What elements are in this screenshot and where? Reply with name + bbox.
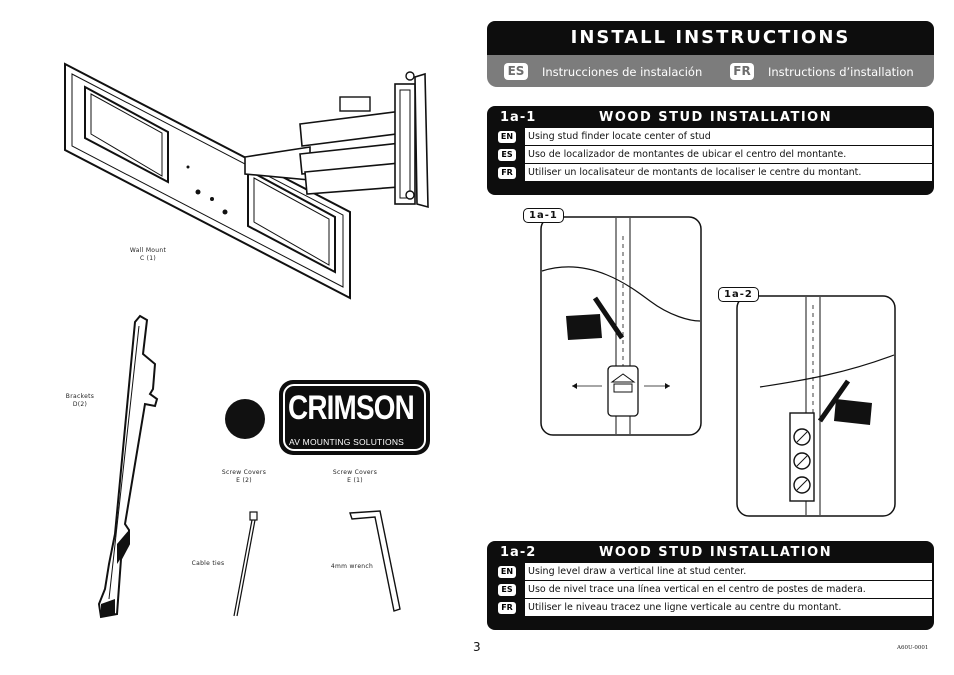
instruction-row-en: EN Using level draw a vertical line at s…: [487, 563, 934, 581]
language-bar: ES Instrucciones de instalación FR Instr…: [487, 55, 934, 87]
figure-label-1a-2: 1a-2: [718, 287, 759, 302]
lang-text-fr: Instructions d’installation: [768, 65, 914, 79]
figure-label-1a-1: 1a-1: [523, 208, 564, 223]
instruction-row-es: ES Uso de nivel trace una línea vertical…: [487, 581, 934, 599]
instruction-text: Uso de nivel trace una línea vertical en…: [525, 581, 932, 598]
step-1a-2: 1a-2 WOOD STUD INSTALLATION EN Using lev…: [487, 541, 934, 630]
instruction-row-fr: FR Utiliser un localisateur de montants …: [487, 164, 934, 182]
figure-1a-1-stud-finder: [540, 216, 702, 436]
wall-mount-illustration: [64, 62, 429, 300]
instruction-text: Utiliser un localisateur de montants de …: [525, 164, 932, 181]
step-header: 1a-2 WOOD STUD INSTALLATION: [487, 541, 934, 563]
page-title: INSTALL INSTRUCTIONS: [570, 27, 851, 48]
bracket-illustration: [97, 314, 159, 619]
screw-covers-e2-label: Screw Covers E (2): [221, 469, 267, 484]
instruction-text: Uso de localizador de montantes de ubica…: [525, 146, 932, 163]
lang-tag-es: ES: [504, 63, 528, 80]
lang-badge: EN: [498, 566, 516, 578]
crimson-logo: CRIMSON AV MOUNTING SOLUTIONS: [279, 380, 430, 455]
cable-ties-label: Cable ties: [191, 560, 225, 567]
figure-1a-2-level: [736, 295, 896, 517]
instruction-row-fr: FR Utiliser le niveau tracez une ligne v…: [487, 599, 934, 617]
step-number: 1a-2: [500, 545, 537, 560]
install-instructions-banner: INSTALL INSTRUCTIONS: [487, 21, 934, 55]
lang-badge: ES: [498, 584, 516, 596]
step-title: WOOD STUD INSTALLATION: [599, 110, 833, 125]
lang-tag-fr: FR: [730, 63, 754, 80]
cable-tie-illustration: [233, 511, 258, 617]
instruction-row-es: ES Uso de localizador de montantes de ub…: [487, 146, 934, 164]
instruction-text: Using level draw a vertical line at stud…: [525, 563, 932, 580]
hex-wrench-illustration: [349, 510, 401, 612]
step-header: 1a-1 WOOD STUD INSTALLATION: [487, 106, 934, 128]
instruction-text: Utiliser le niveau tracez une ligne vert…: [525, 599, 932, 616]
step-1a-1: 1a-1 WOOD STUD INSTALLATION EN Using stu…: [487, 106, 934, 195]
screw-covers-e1-label: Screw Covers E (1): [332, 469, 378, 484]
instruction-text: Using stud finder locate center of stud: [525, 128, 932, 145]
screw-cover-black-illustration: [225, 399, 265, 439]
page-number: 3: [473, 640, 481, 654]
document-code: A60U-0001: [897, 645, 929, 651]
instruction-row-en: EN Using stud finder locate center of st…: [487, 128, 934, 146]
lang-badge: EN: [498, 131, 516, 143]
lang-badge: ES: [498, 149, 516, 161]
logo-brand-text: CRIMSON: [288, 389, 415, 427]
brackets-label: Brackets D(2): [65, 393, 95, 408]
wall-mount-label: Wall Mount C (1): [129, 247, 167, 262]
step-number: 1a-1: [500, 110, 537, 125]
logo-tagline: AV MOUNTING SOLUTIONS: [289, 437, 405, 447]
lang-badge: FR: [498, 167, 516, 179]
lang-badge: FR: [498, 602, 516, 614]
wrench-label: 4mm wrench: [330, 563, 374, 570]
step-title: WOOD STUD INSTALLATION: [599, 545, 833, 560]
lang-text-es: Instrucciones de instalación: [542, 65, 703, 79]
